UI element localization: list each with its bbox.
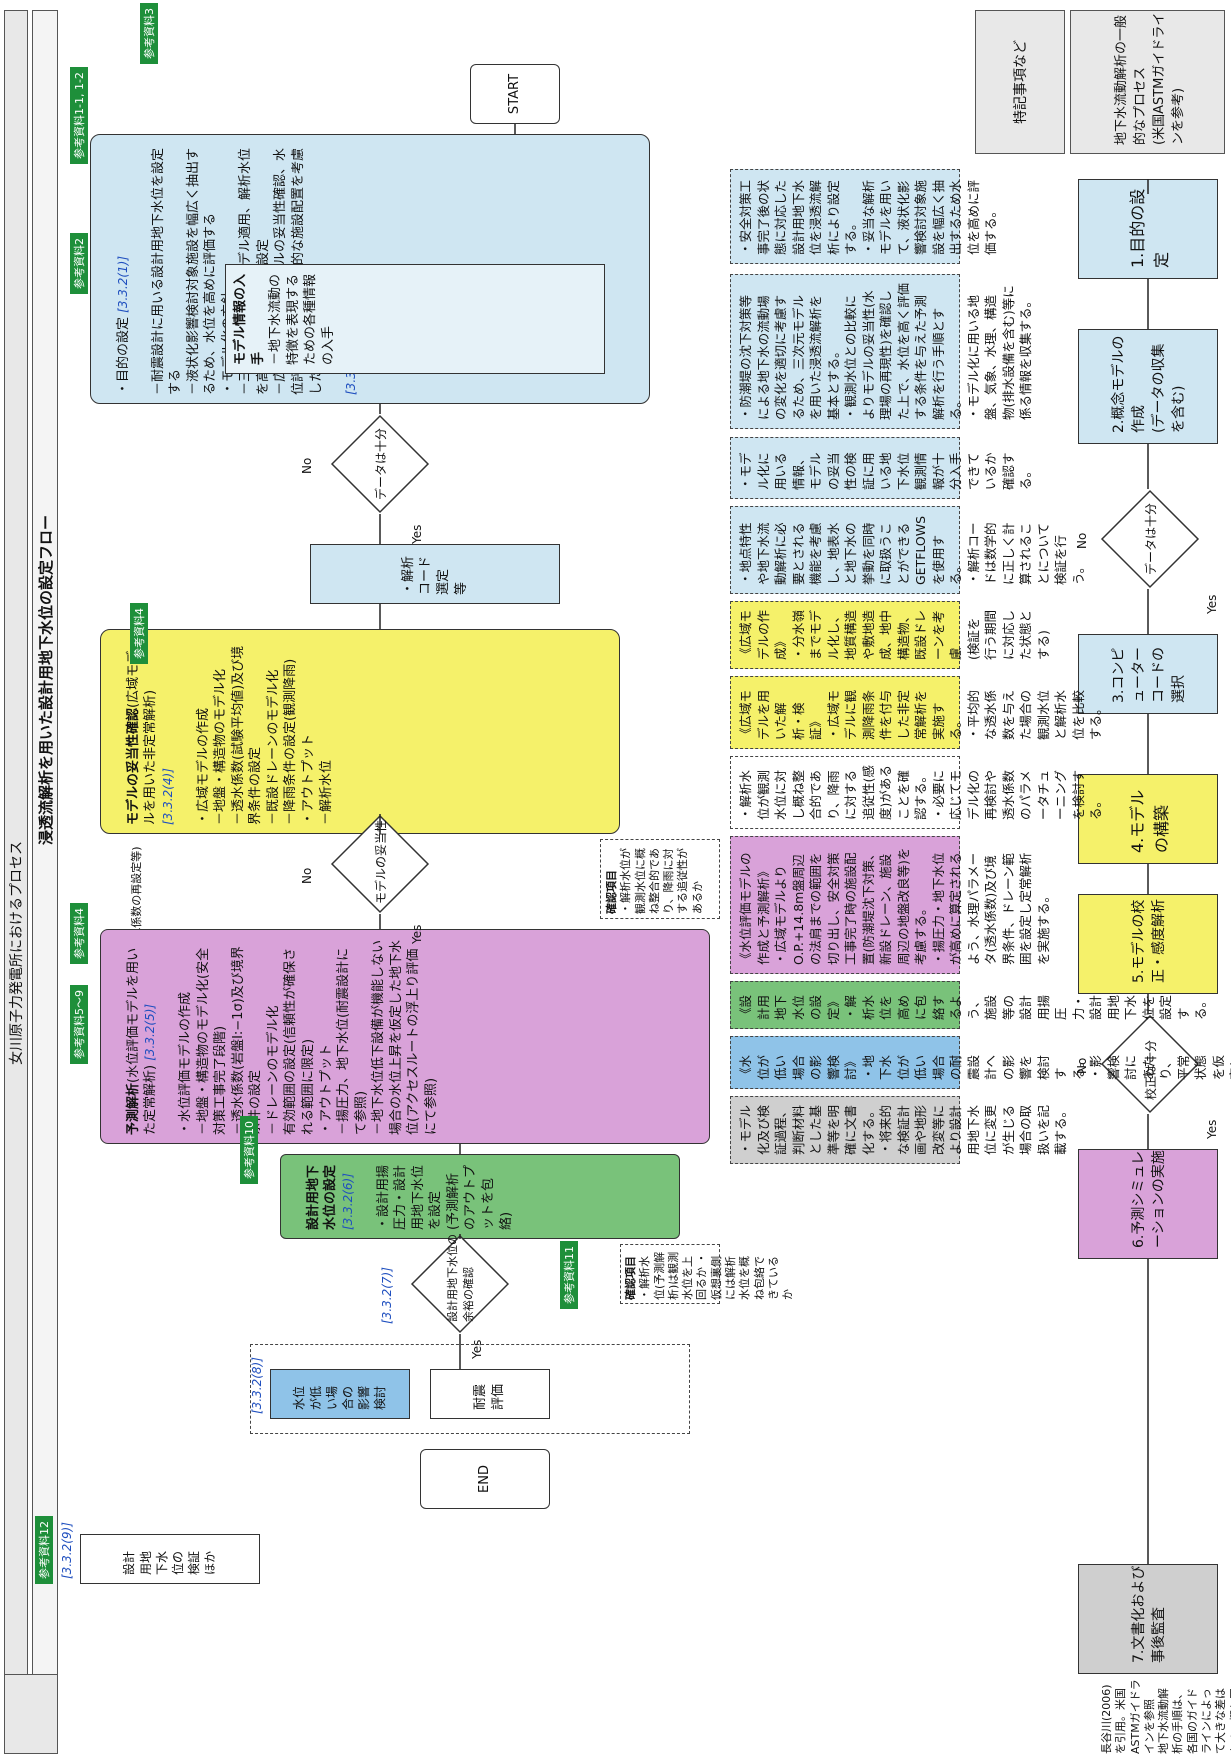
decision-data-general: データは十分 <box>1100 489 1200 589</box>
decision-calib-general: 校正は十分 <box>1100 1014 1200 1114</box>
yes-label-5: Yes <box>1205 1119 1219 1139</box>
decision-data-flow: データは十分 <box>330 414 430 514</box>
yes-label-2: Yes <box>410 924 424 944</box>
yes-label-4: Yes <box>1205 594 1219 614</box>
no-label-2: No <box>300 867 314 884</box>
decision-model-valid: モデルの妥当性 <box>330 814 430 914</box>
yes-label-1: Yes <box>410 524 424 544</box>
no-label-5: No <box>1075 1057 1089 1074</box>
yes-label-3: Yes <box>470 1339 484 1359</box>
decision-margin: 設計用地下水位の 余裕の確認 <box>410 1234 510 1334</box>
no-label-4: No <box>1075 532 1089 549</box>
no-label-1: No <box>300 457 314 474</box>
